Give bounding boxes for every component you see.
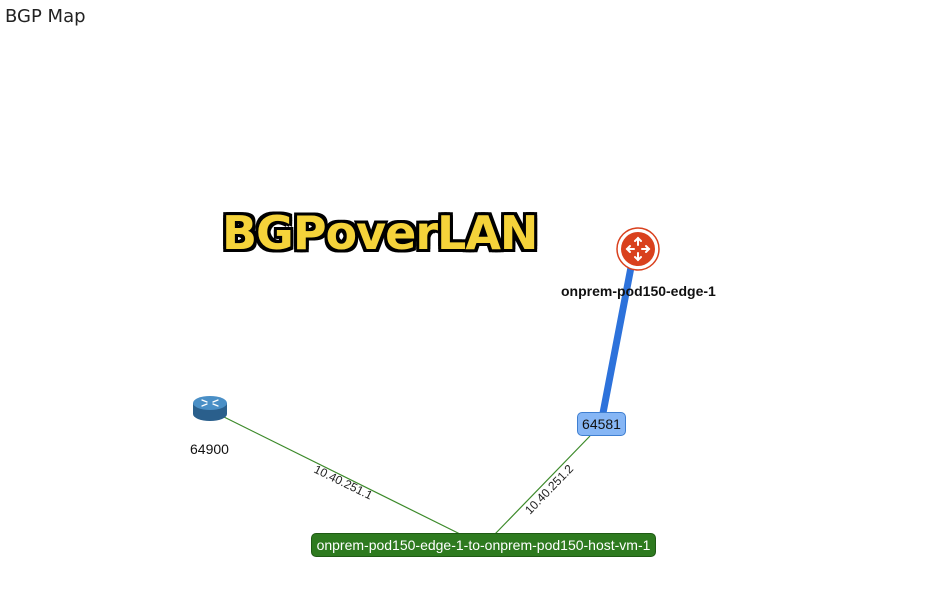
local-link-line[interactable]: [494, 435, 591, 535]
peer-ip-label: 10.40.251.1: [312, 462, 375, 503]
asn-node-64581[interactable]: 64581: [577, 412, 626, 436]
overlay-banner-text: BGPoverLAN: [222, 206, 538, 260]
router-icon[interactable]: [193, 396, 227, 421]
edge-node-label: onprem-pod150-edge-1: [561, 283, 716, 299]
link-node[interactable]: onprem-pod150-edge-1-to-onprem-pod150-ho…: [311, 533, 656, 557]
edge-router-icon[interactable]: [616, 227, 660, 271]
peer-link-line[interactable]: [221, 415, 461, 535]
local-ip-label: 10.40.251.2: [522, 462, 576, 518]
page-title: BGP Map: [5, 6, 86, 27]
peer-asn-label: 64900: [190, 441, 229, 457]
edge-to-asn-link[interactable]: [599, 258, 636, 417]
